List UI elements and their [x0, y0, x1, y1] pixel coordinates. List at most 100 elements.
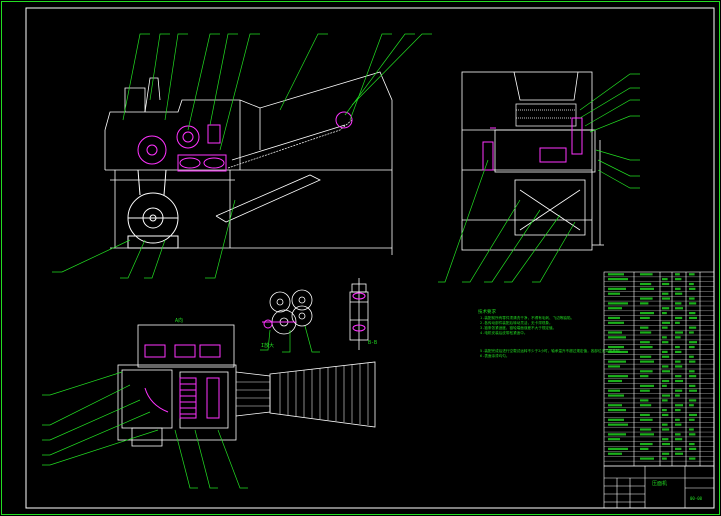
parts-list-cell-mark	[675, 278, 682, 281]
parts-list-cell-mark	[640, 355, 652, 358]
parts-list-cell-mark	[662, 321, 670, 324]
parts-list-cell-mark	[608, 404, 622, 407]
side-sprocket	[482, 141, 494, 171]
plan-view-leaders	[42, 371, 248, 489]
parts-list-cell-mark	[662, 442, 670, 446]
parts-list-cell-mark	[640, 404, 652, 407]
parts-list-cell-mark	[662, 379, 670, 383]
parts-list-cell-mark	[608, 336, 626, 339]
parts-list-cell-mark	[662, 452, 670, 455]
parts-list-cell-mark	[675, 302, 682, 305]
parts-list-cell-mark	[675, 336, 681, 339]
parts-list-cell-mark	[608, 331, 622, 334]
parts-list-cell-mark	[675, 316, 683, 320]
parts-list-cell-mark	[608, 394, 624, 397]
motor-base	[127, 235, 179, 249]
parts-list-cell-mark	[640, 331, 652, 334]
note-line: 2.各传动部件装配后转动灵活，无卡滞现象。	[480, 320, 553, 325]
parts-list-cell-mark	[689, 341, 697, 344]
parts-list-rows	[604, 273, 714, 462]
plan-main-frame	[117, 364, 237, 441]
parts-list-cell-mark	[689, 326, 697, 329]
parts-list-cell-mark	[640, 370, 653, 373]
parts-list-cell-mark	[662, 409, 667, 412]
parts-list-cell-mark	[675, 438, 683, 441]
gear-2	[291, 289, 313, 311]
plan-view-parts	[144, 344, 221, 419]
parts-list-cell-mark	[640, 413, 650, 417]
parts-list-cell-mark	[640, 341, 650, 344]
parts-list-cell-mark	[640, 297, 653, 300]
gearbox	[177, 154, 227, 172]
parts-list-cell-mark	[689, 447, 697, 450]
parts-list-cell-mark	[675, 379, 683, 383]
parts-list-cell-mark	[640, 287, 654, 290]
roller-assembly	[515, 103, 577, 127]
front-view-leaders	[52, 33, 432, 279]
parts-list-cell-mark	[689, 457, 696, 460]
parts-list-cell-mark	[662, 365, 669, 368]
parts-list-cell-mark	[675, 331, 683, 334]
parts-list-cell-mark	[689, 316, 697, 320]
front-view	[104, 71, 393, 255]
parts-list-cell-mark	[675, 375, 682, 378]
parts-list-cell-mark	[662, 438, 669, 441]
parts-list-cell-mark	[689, 282, 694, 286]
parts-list-cell-mark	[608, 365, 620, 368]
parts-list-cell-mark	[675, 433, 681, 436]
parts-list-cell-mark	[640, 302, 649, 305]
parts-list-cell-mark	[640, 282, 652, 286]
parts-list-cell-mark	[675, 360, 681, 363]
title-block	[603, 465, 715, 509]
parts-list-cell-mark	[662, 355, 670, 358]
parts-list-cell-mark	[689, 384, 696, 387]
note-line: 1.装配前所有零件须清洗干净，不得有毛刺、飞边等缺陷。	[480, 315, 574, 320]
parts-list-cell-mark	[662, 336, 667, 339]
parts-list-cell-mark	[689, 413, 697, 417]
parts-list-cell-mark	[675, 345, 680, 349]
parts-list-cell-mark	[608, 418, 624, 421]
parts-list-cell-mark	[689, 331, 694, 334]
motor-rect	[207, 124, 221, 144]
parts-list-cell-mark	[608, 389, 620, 392]
parts-list-cell-mark	[608, 452, 622, 455]
parts-list-cell-mark	[608, 273, 624, 276]
parts-list-cell-mark	[608, 433, 626, 436]
parts-list-cell-mark	[675, 350, 682, 353]
parts-list-cell-mark	[640, 360, 654, 363]
parts-list-cell-mark	[640, 316, 650, 320]
plan-conveyor	[235, 371, 271, 417]
parts-list-cell-mark	[608, 292, 620, 295]
note-line: 5.装配完成后进行空载试运转不少于2小时，轴承温升不超过规定值，各部位无异常声响…	[480, 348, 623, 353]
parts-list-cell-mark	[675, 292, 683, 295]
parts-list-cell-mark	[640, 384, 654, 387]
gear-4	[291, 305, 313, 327]
detail-shaft-parts	[352, 292, 366, 332]
parts-list-cell-mark	[689, 442, 695, 446]
front-view-motor	[127, 169, 179, 249]
parts-list-cell-mark	[640, 442, 653, 446]
parts-list-cell-mark	[675, 273, 680, 276]
parts-list-cell-mark	[608, 302, 628, 305]
parts-list-cell-mark	[662, 312, 667, 315]
plan-view	[117, 324, 376, 447]
parts-list-cell-mark	[662, 428, 670, 431]
parts-list-cell-mark	[689, 312, 696, 315]
parts-list-cell-mark	[640, 326, 649, 329]
parts-list-cell-mark	[689, 297, 695, 300]
parts-list-cell-mark	[689, 428, 694, 431]
parts-list-cell-mark	[640, 389, 650, 392]
parts-list-cell-mark	[608, 375, 628, 378]
gear-1	[269, 291, 291, 313]
note-line: 4.电机安装后皮带松紧适中。	[480, 330, 527, 335]
sprocket-end	[335, 111, 353, 129]
note-line: 3.链条张紧适度，链轮端面误差不大于规定值。	[480, 325, 556, 330]
side-view	[461, 71, 604, 251]
title-block-frame	[603, 465, 715, 509]
parts-list-cell-mark	[689, 370, 695, 373]
parts-list-cell-mark	[640, 433, 654, 436]
parts-list-cell-mark	[608, 287, 626, 290]
parts-list-cell-mark	[662, 457, 667, 460]
